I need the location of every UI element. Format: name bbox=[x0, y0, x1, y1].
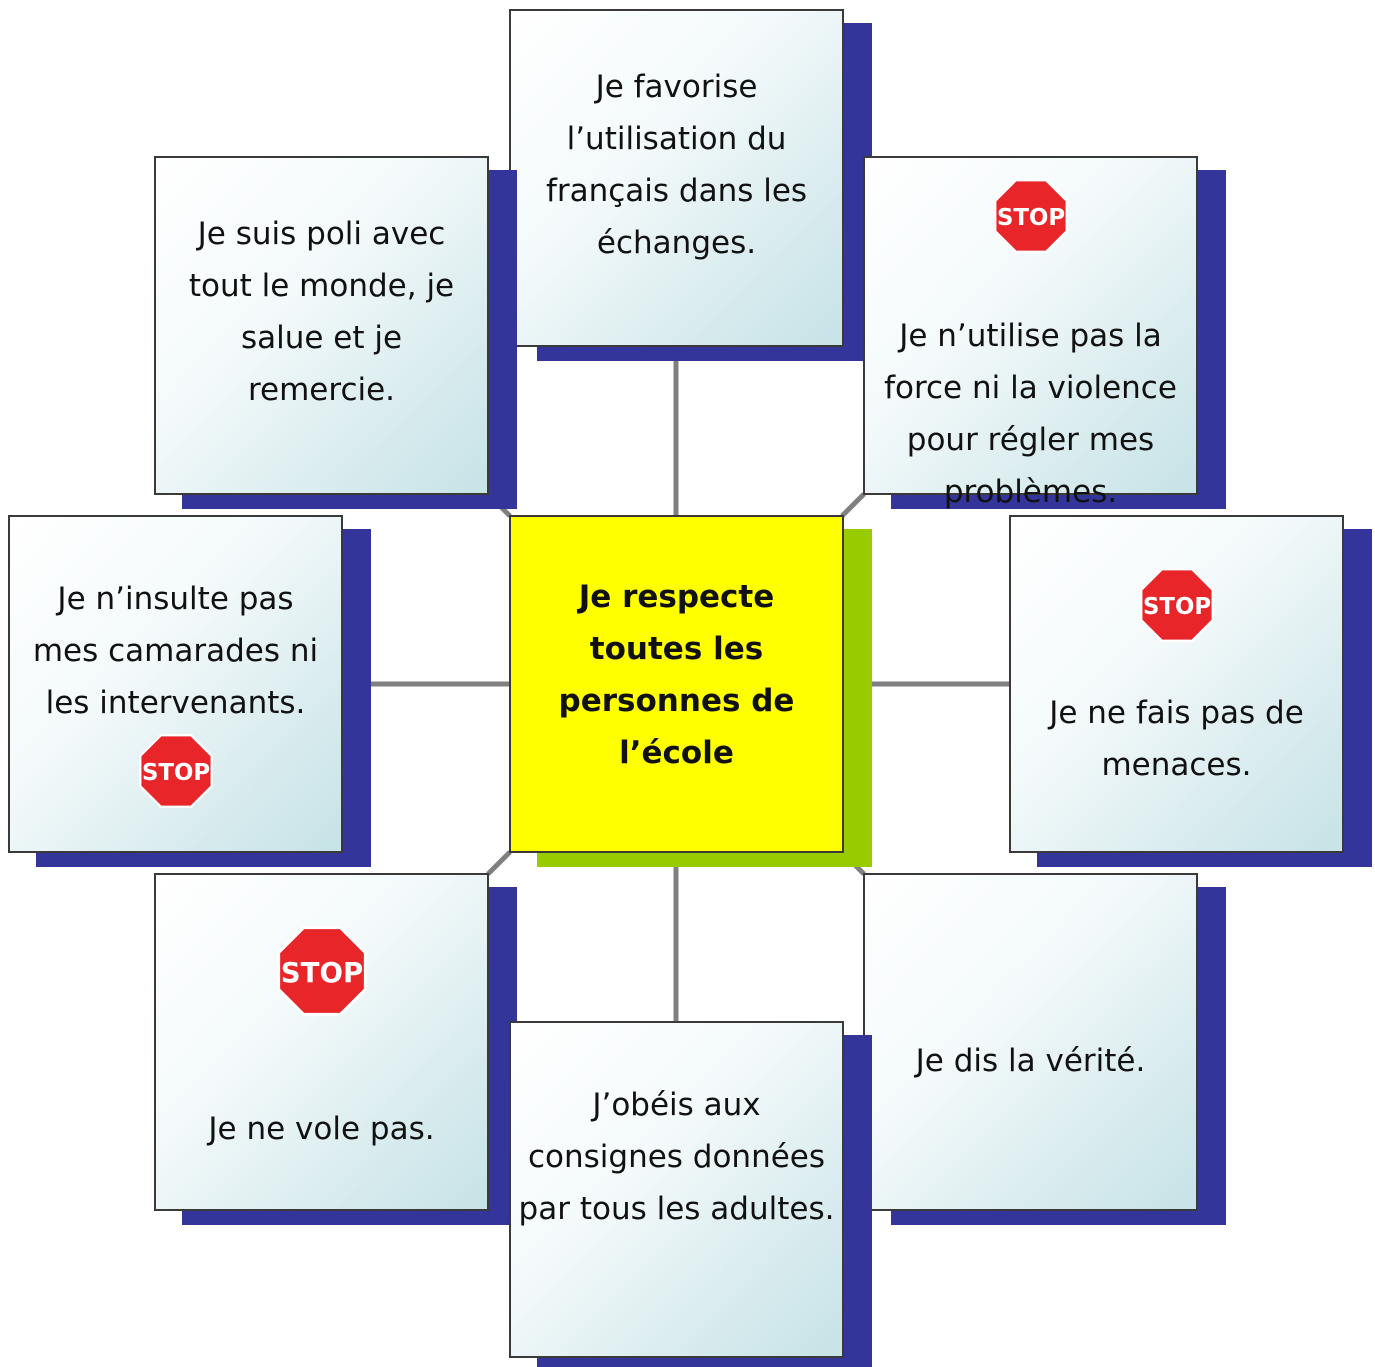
center-box: Je respecte toutes les personnes de l’éc… bbox=[509, 515, 844, 853]
rule-box-top-right: STOP Je n’utilise pas la force ni la vio… bbox=[863, 156, 1198, 510]
rule-text: Je favorise l’utilisation du français da… bbox=[545, 69, 808, 261]
rule-text: J’obéis aux consignes données par tous l… bbox=[518, 1087, 835, 1227]
rule-text: Je ne vole pas. bbox=[208, 1111, 435, 1147]
stop-sign-icon: STOP bbox=[276, 926, 367, 1016]
connector-bottom-right bbox=[840, 850, 866, 876]
stop-sign-icon: STOP bbox=[1139, 568, 1214, 642]
rule-text: Je n’utilise pas la force ni la violence… bbox=[884, 318, 1177, 510]
rule-text: Je suis poli avec tout le monde, je salu… bbox=[188, 216, 455, 408]
stop-sign-icon: STOP bbox=[138, 734, 213, 808]
rule-box-bottom-left: STOP Je ne vole pas. bbox=[154, 873, 489, 1211]
connector-top-left bbox=[486, 492, 512, 518]
stop-sign: STOP bbox=[993, 178, 1069, 270]
rule-box-bottom: J’obéis aux consignes données par tous l… bbox=[509, 1021, 844, 1358]
rule-box-right: STOP Je ne fais pas de menaces. bbox=[1009, 515, 1344, 853]
stop-sign: STOP bbox=[1139, 567, 1215, 659]
rule-text: Je n’insulte pas mes camarades ni les in… bbox=[32, 581, 319, 721]
rule-box-top: Je favorise l’utilisation du français da… bbox=[509, 9, 844, 347]
stop-sign: STOP bbox=[138, 733, 214, 825]
svg-text:STOP: STOP bbox=[996, 205, 1064, 231]
rule-box-left: Je n’insulte pas mes camarades ni les in… bbox=[8, 515, 343, 853]
center-text: Je respecte toutes les personnes de l’éc… bbox=[558, 579, 795, 771]
connector-bottom-left bbox=[486, 850, 512, 876]
rule-text: Je ne fais pas de menaces. bbox=[1049, 695, 1304, 783]
svg-text:STOP: STOP bbox=[1142, 594, 1210, 620]
rule-box-top-left: Je suis poli avec tout le monde, je salu… bbox=[154, 156, 489, 495]
svg-text:STOP: STOP bbox=[141, 760, 209, 786]
stop-sign-icon: STOP bbox=[993, 179, 1068, 253]
stop-sign: STOP bbox=[276, 925, 368, 1033]
rule-box-bottom-right: Je dis la vérité. bbox=[863, 873, 1198, 1211]
rule-text: Je dis la vérité. bbox=[915, 1043, 1146, 1079]
connector-top-right bbox=[840, 492, 866, 518]
svg-text:STOP: STOP bbox=[280, 956, 362, 989]
